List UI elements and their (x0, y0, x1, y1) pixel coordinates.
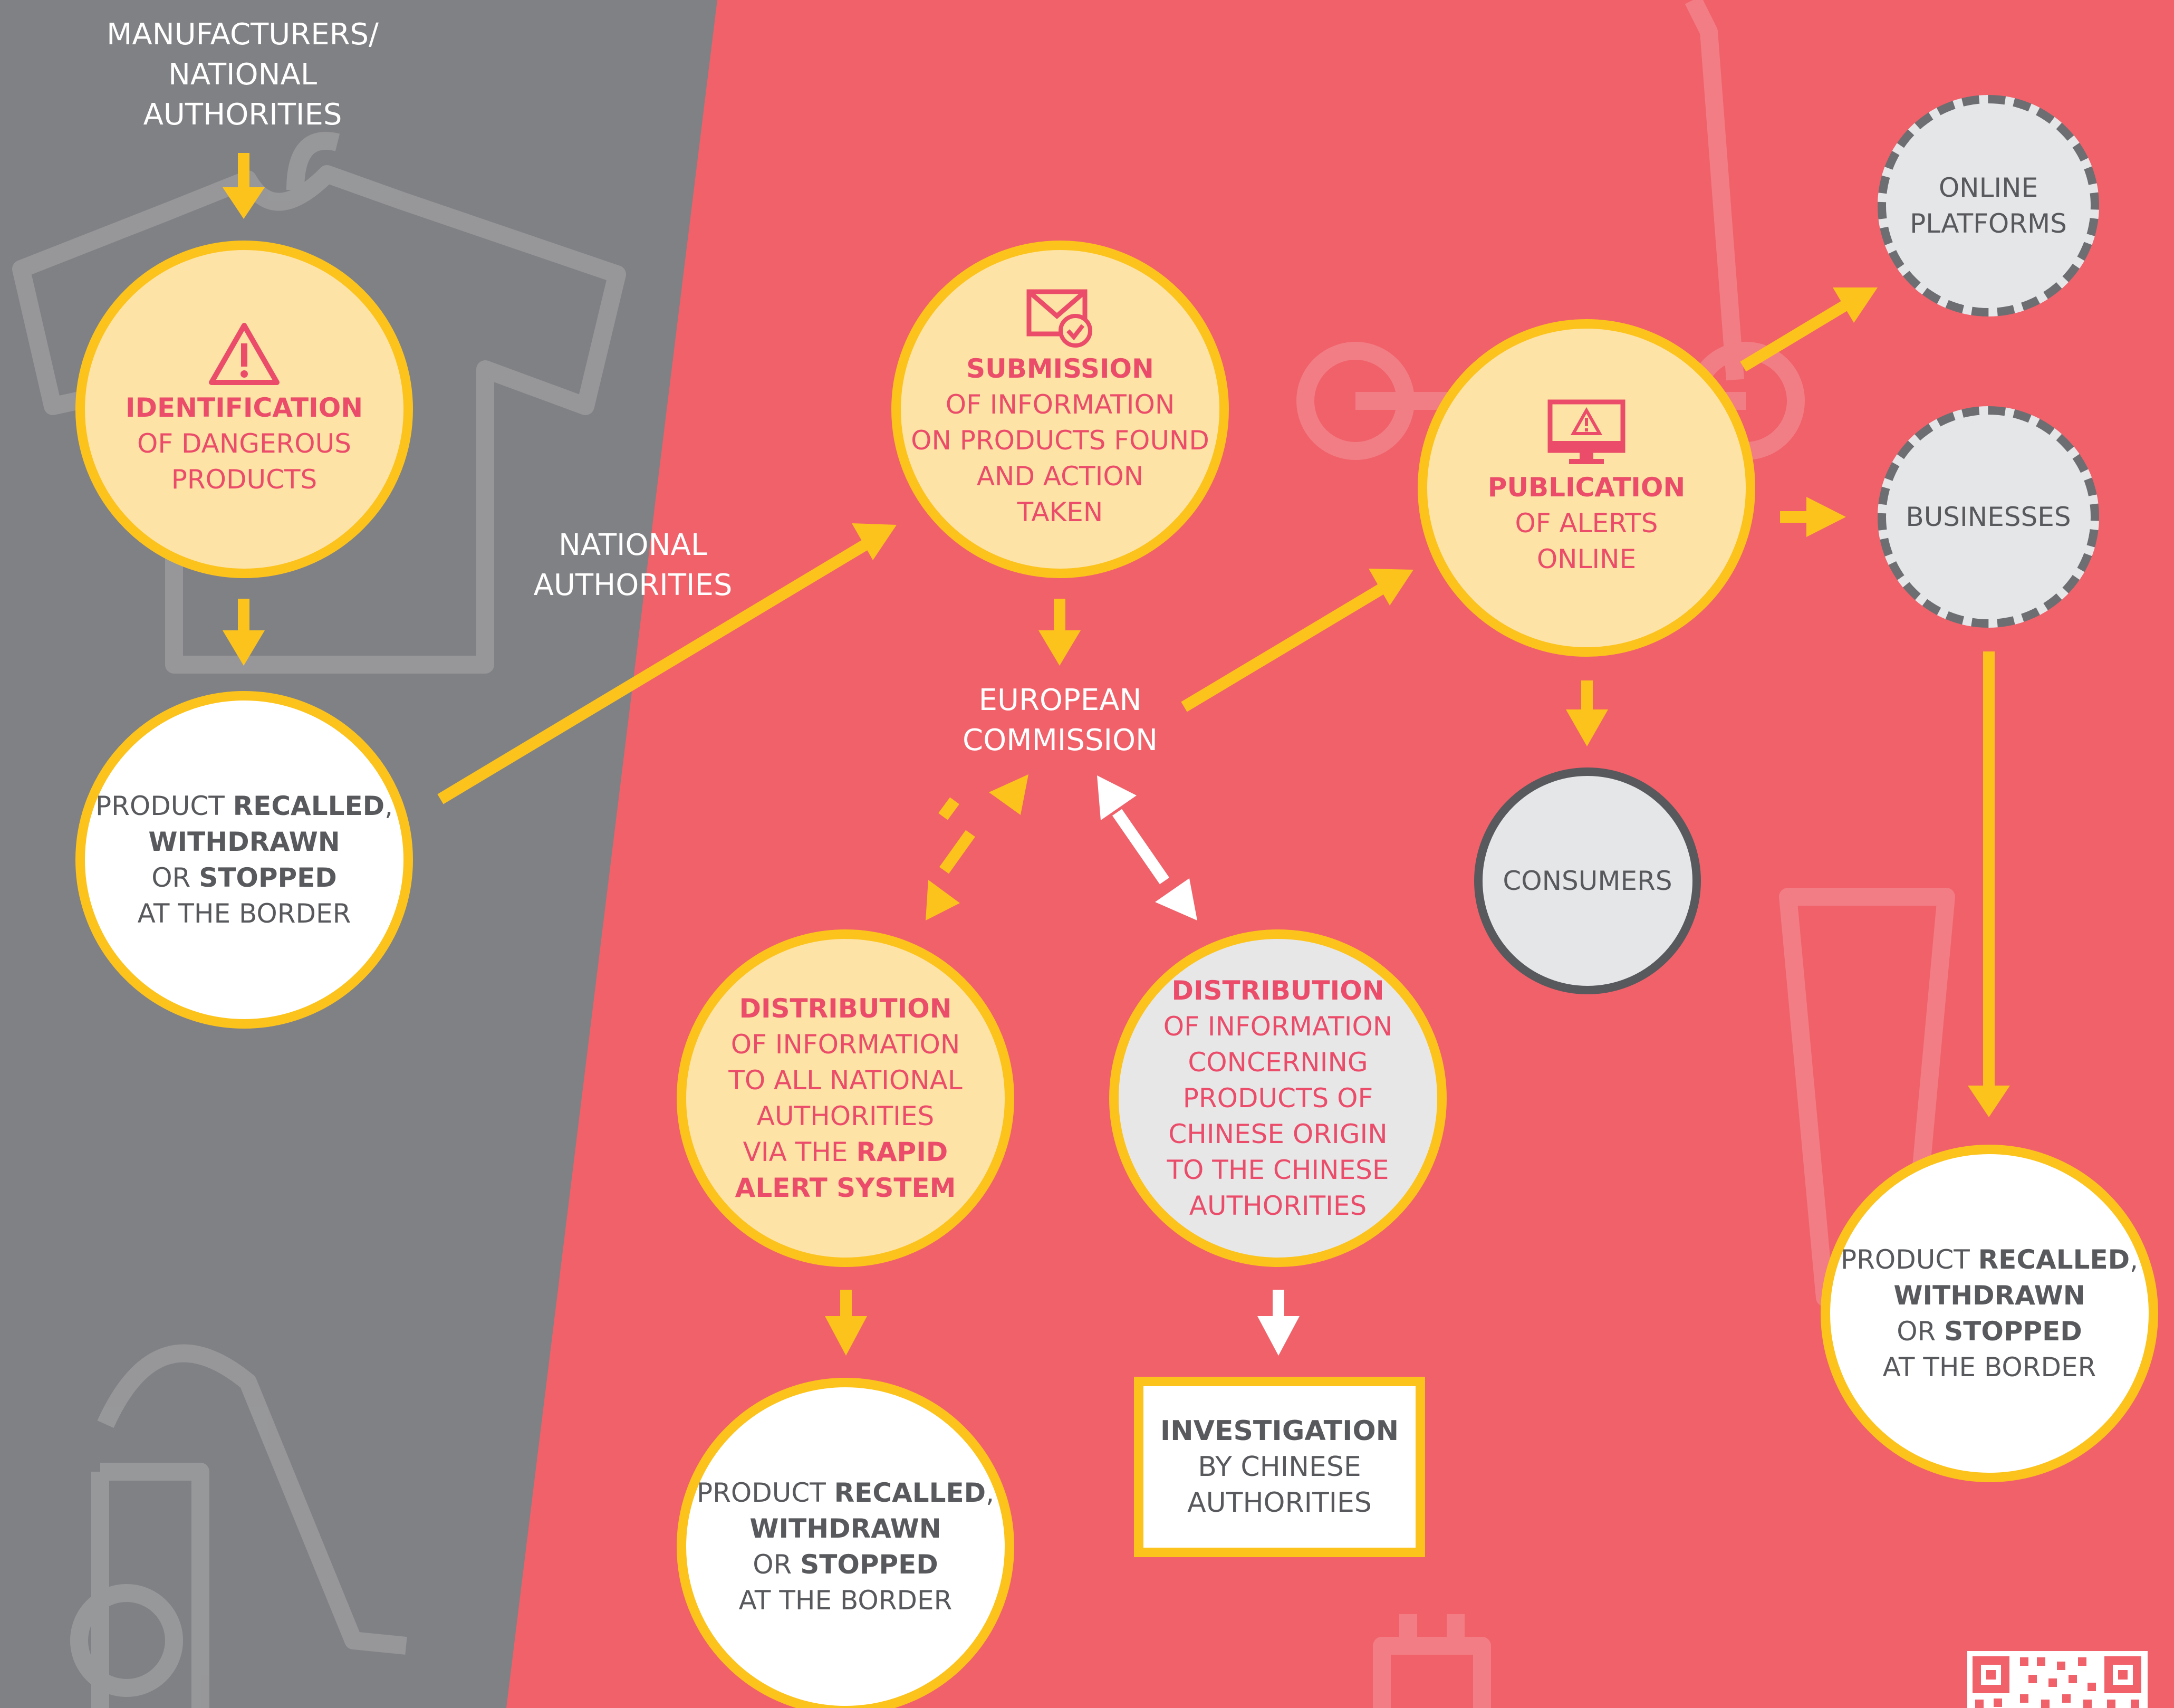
arrow-down (840, 1290, 852, 1319)
mail-check-icon (1026, 289, 1092, 348)
submission-text: SUBMISSION OF INFORMATION ON PRODUCTS FO… (911, 353, 1209, 527)
arrow-down (238, 599, 249, 633)
arrow-down (1038, 630, 1081, 666)
arrow-down (1054, 599, 1065, 633)
arrow-down (223, 187, 265, 219)
plug-illustration (1373, 1614, 1491, 1708)
arrow-down (1581, 680, 1593, 712)
arrowhead (1369, 569, 1413, 606)
arrowhead (1833, 287, 1878, 323)
submission-node: SUBMISSION OF INFORMATION ON PRODUCTS FO… (891, 241, 1229, 578)
arrow-down-long (1968, 1086, 2010, 1117)
arrow-bidirectional (938, 797, 959, 820)
businesses-text: BUSINESSES (1906, 502, 2071, 532)
distribution-china-node: DISTRIBUTION OF INFORMATION CONCERNING P… (1109, 929, 1447, 1267)
product-recalled-node: PRODUCT RECALLED, WITHDRAWN OR STOPPED A… (677, 1378, 1014, 1708)
arrowhead (989, 774, 1028, 815)
source-label: MANUFACTURERS/ NATIONAL AUTHORITIES (107, 17, 379, 132)
distribution-china-text: DISTRIBUTION OF INFORMATION CONCERNING P… (1163, 975, 1393, 1221)
qr-code (1967, 1651, 2148, 1708)
warning-icon (209, 323, 280, 385)
arrow-diagonal (1181, 580, 1390, 712)
vacuum-wheel-illustration (70, 1584, 183, 1697)
vacuum-hose-illustration (97, 1344, 407, 1655)
publication-text: PUBLICATION OF ALERTS ONLINE (1487, 472, 1686, 574)
arrow-diagonal (1740, 300, 1849, 372)
product-recalled-node: PRODUCT RECALLED, WITHDRAWN OR STOPPED A… (75, 691, 413, 1029)
arrow-bidirectional-white (1112, 809, 1170, 885)
arrowhead (852, 523, 897, 560)
national-authorities-label: NATIONAL AUTHORITIES (533, 528, 733, 602)
arrow-bidirectional (939, 830, 975, 874)
european-commission-label: EUROPEAN COMMISSION (963, 683, 1158, 757)
identification-node: IDENTIFICATION OF DANGEROUS PRODUCTS (75, 241, 413, 578)
arrow-down (1566, 709, 1608, 746)
identification-text: IDENTIFICATION OF DANGEROUS PRODUCTS (125, 392, 363, 495)
product-recalled-text: PRODUCT RECALLED, WITHDRAWN OR STOPPED A… (696, 1477, 995, 1616)
arrow-down (825, 1316, 867, 1356)
arrow-down-white (1257, 1316, 1300, 1356)
diagonal-arrows (437, 300, 1849, 874)
investigation-box: INVESTIGATION BY CHINESE AUTHORITIES (1134, 1377, 1425, 1557)
arrowhead-white (1155, 878, 1197, 920)
arrow-down-white (1273, 1290, 1284, 1319)
product-recalled-text: PRODUCT RECALLED, WITHDRAWN OR STOPPED A… (1840, 1244, 2139, 1383)
distribution-rapid-alert-text: DISTRIBUTION OF INFORMATION TO ALL NATIO… (728, 993, 963, 1203)
arrows (223, 153, 2010, 1356)
hanger-illustration (286, 131, 340, 190)
arrow-diagonal (437, 538, 871, 804)
arrow-right (1780, 511, 1809, 523)
distribution-rapid-alert-node: DISTRIBUTION OF INFORMATION TO ALL NATIO… (677, 929, 1014, 1267)
publication-node: PUBLICATION OF ALERTS ONLINE (1418, 319, 1755, 657)
consumers-node: CONSUMERS (1474, 767, 1701, 994)
arrowhead-white (1097, 775, 1137, 820)
arrow-right (1806, 497, 1846, 537)
product-recalled-node: PRODUCT RECALLED, WITHDRAWN OR STOPPED A… (1821, 1145, 2158, 1482)
vacuum-body-illustration (91, 1463, 209, 1708)
consumers-text: CONSUMERS (1503, 866, 1672, 896)
scooter-wheel-illustration (1296, 342, 1415, 460)
arrow-down-long (1983, 651, 1995, 1089)
arrow-down (223, 630, 265, 666)
arrowhead (926, 880, 960, 920)
businesses-node: BUSINESSES (1878, 406, 2099, 628)
arrowheads (852, 287, 1878, 920)
arrow-down (238, 153, 249, 190)
product-recalled-text: PRODUCT RECALLED, WITHDRAWN OR STOPPED A… (95, 791, 393, 929)
online-platforms-text: ONLINE PLATFORMS (1910, 172, 2067, 239)
monitor-alert-icon (1547, 399, 1625, 464)
online-platforms-node: ONLINE PLATFORMS (1878, 95, 2099, 316)
